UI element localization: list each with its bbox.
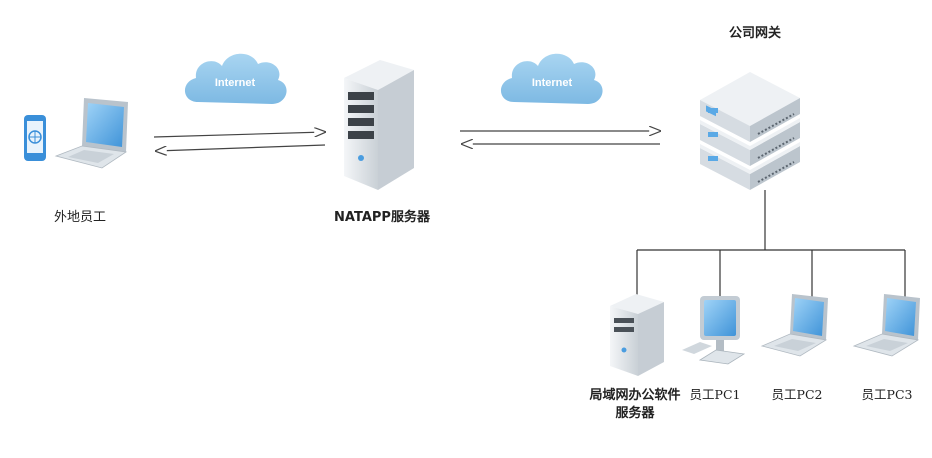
link-natapp-gateway (460, 131, 660, 144)
laptop-pc2-icon (760, 294, 828, 357)
gateway-server-icon (700, 72, 800, 190)
remote-staff-label: 外地员工 (53, 210, 106, 225)
lan-tree-lines (636, 190, 906, 298)
laptop-pc3-icon (852, 294, 920, 357)
staff-pc3-label: 员工PC3 (861, 387, 913, 402)
link-remote-natapp (153, 132, 325, 151)
lan-server-label-line2: 服务器 (615, 406, 655, 421)
phone-icon (24, 115, 46, 161)
internet-cloud-left: Internet (184, 53, 287, 104)
lan-server-label-line1: 局域网办公软件 (589, 388, 681, 403)
company-gateway-label: 公司网关 (728, 26, 781, 41)
staff-pc2-label: 员工PC2 (771, 387, 823, 402)
cloud-label-left: Internet (215, 77, 256, 89)
natapp-server-icon (344, 60, 414, 190)
internet-cloud-right: Internet (500, 53, 603, 104)
lan-server-icon (610, 294, 664, 376)
laptop-icon-remote (54, 98, 128, 169)
natapp-server-label: NATAPP服务器 (334, 210, 430, 225)
staff-pc1-label: 员工PC1 (689, 387, 741, 402)
cloud-label-right: Internet (532, 77, 573, 89)
desktop-pc1-icon (682, 296, 746, 365)
